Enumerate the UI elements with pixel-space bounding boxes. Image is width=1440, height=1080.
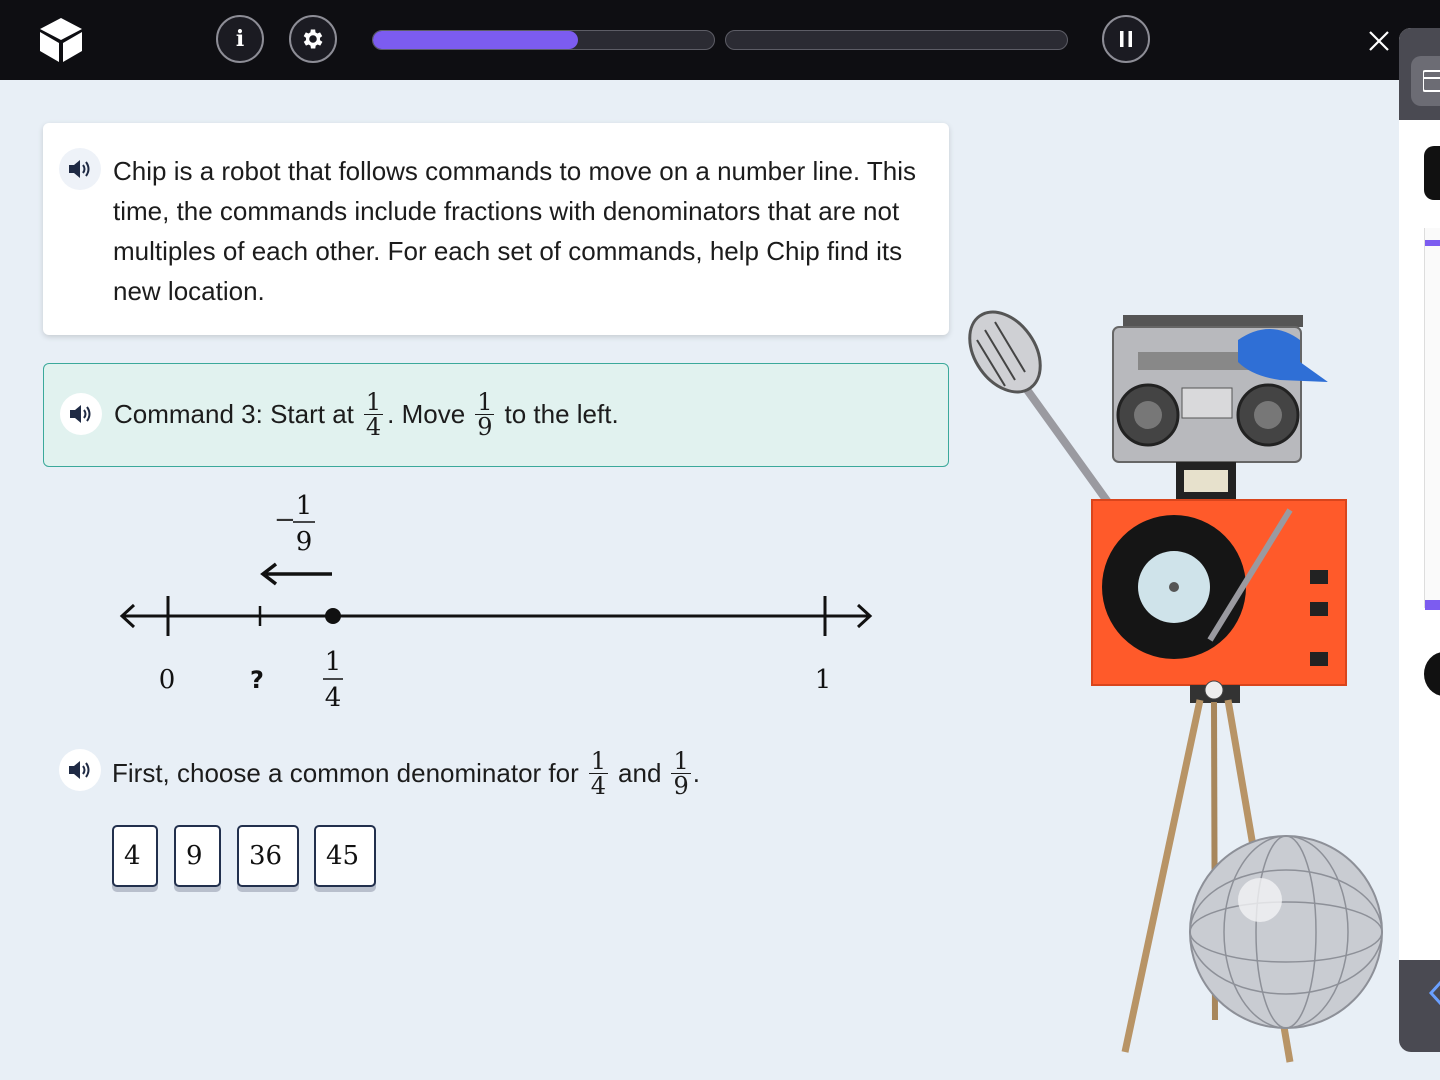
side-panel-tab[interactable] [1411, 56, 1440, 106]
question-b-numerator: 1 [671, 746, 691, 775]
microphone-arm [1016, 377, 1114, 508]
question-b-denominator: 9 [673, 771, 689, 800]
side-panel-thumbnail[interactable] [1424, 228, 1440, 610]
info-button[interactable]: i [216, 15, 264, 63]
progress-fill-1 [373, 31, 578, 49]
side-panel-footer [1399, 960, 1440, 1052]
robot-chip-illustration [968, 310, 1383, 1063]
progress-bar-1 [372, 30, 715, 50]
question-and: and [618, 757, 662, 788]
question-text: First, choose a common denominator for 1… [112, 745, 700, 801]
cap-icon [1238, 329, 1328, 382]
command-start-numerator: 1 [363, 387, 384, 416]
gear-icon [303, 29, 323, 49]
speaker-icon [69, 160, 90, 178]
label-one: 1 [815, 665, 832, 695]
left-arrowhead [119, 603, 136, 629]
command-text: Command 3: Start at 1 4 . Move 1 9 to th… [114, 364, 619, 464]
command-move-numerator: 1 [475, 387, 495, 416]
number-line-diagram: − 1 9 0 ? 1 4 1 [119, 491, 873, 713]
choice-label: 36 [249, 841, 283, 871]
cassette-deck [1181, 387, 1233, 419]
disco-ball-icon [1189, 835, 1383, 1029]
pause-icon [1120, 31, 1132, 47]
microphone-icon [968, 310, 1042, 394]
speaker-icon [70, 405, 91, 423]
choice-button-36[interactable]: 36 [237, 825, 299, 887]
intro-text: Chip is a robot that follows commands to… [113, 156, 917, 306]
progress-bar-2 [725, 30, 1068, 50]
question-prefix: First, choose a common denominator for [112, 757, 579, 788]
question-audio-button[interactable] [59, 749, 101, 791]
right-arrowhead [856, 603, 873, 629]
label-quarter-numerator: 1 [325, 647, 342, 677]
choice-button-45[interactable]: 45 [314, 825, 376, 887]
settings-button[interactable] [289, 15, 337, 63]
side-panel[interactable] [1399, 28, 1440, 1052]
side-panel-header [1399, 28, 1440, 120]
command-start-denominator: 4 [365, 412, 382, 441]
top-bar: i [0, 0, 1440, 80]
pause-button[interactable] [1102, 15, 1150, 63]
jump-numerator: 1 [296, 491, 313, 521]
jump-sign: − [274, 505, 296, 535]
command-start-fraction: 1 4 [363, 387, 384, 441]
tripod-leg-left [1121, 699, 1204, 1053]
intro-audio-button[interactable] [59, 148, 101, 190]
question-a-numerator: 1 [588, 746, 609, 775]
command-suffix: to the left. [504, 398, 619, 429]
tonearm [1207, 508, 1293, 642]
command-move-fraction: 1 9 [475, 387, 495, 441]
choice-label: 9 [186, 841, 203, 871]
question-a-denominator: 4 [590, 771, 607, 800]
label-quarter-denominator: 4 [325, 683, 342, 713]
label-zero: 0 [159, 665, 176, 695]
choice-button-9[interactable]: 9 [174, 825, 221, 887]
intro-card: Chip is a robot that follows commands to… [43, 123, 949, 335]
choice-label: 4 [124, 841, 141, 871]
close-icon[interactable] [1366, 28, 1392, 54]
command-prefix: Command 3: Start at [114, 398, 354, 429]
start-point-marker [325, 608, 341, 624]
jump-denominator: 9 [296, 527, 313, 557]
boombox-handle [1123, 315, 1303, 327]
question-fraction-b: 1 9 [671, 746, 691, 800]
command-middle: . Move [387, 398, 466, 429]
choice-label: 45 [326, 841, 360, 871]
command-audio-button[interactable] [60, 393, 102, 435]
choice-button-4[interactable]: 4 [112, 825, 158, 887]
command-move-denominator: 9 [477, 412, 493, 441]
chevron-left-icon[interactable] [1427, 978, 1440, 1008]
speaker-icon [69, 761, 90, 779]
jump-arrow-head [260, 562, 278, 586]
cube-logo-icon [40, 18, 82, 62]
info-icon: i [235, 26, 245, 52]
side-panel-circle-button[interactable] [1424, 652, 1440, 696]
question-end: . [692, 757, 700, 788]
label-unknown: ? [250, 666, 264, 694]
command-card: Command 3: Start at 1 4 . Move 1 9 to th… [43, 363, 949, 467]
menu-icon [1423, 70, 1440, 92]
side-panel-button[interactable] [1424, 146, 1440, 200]
question-fraction-a: 1 4 [588, 746, 609, 800]
